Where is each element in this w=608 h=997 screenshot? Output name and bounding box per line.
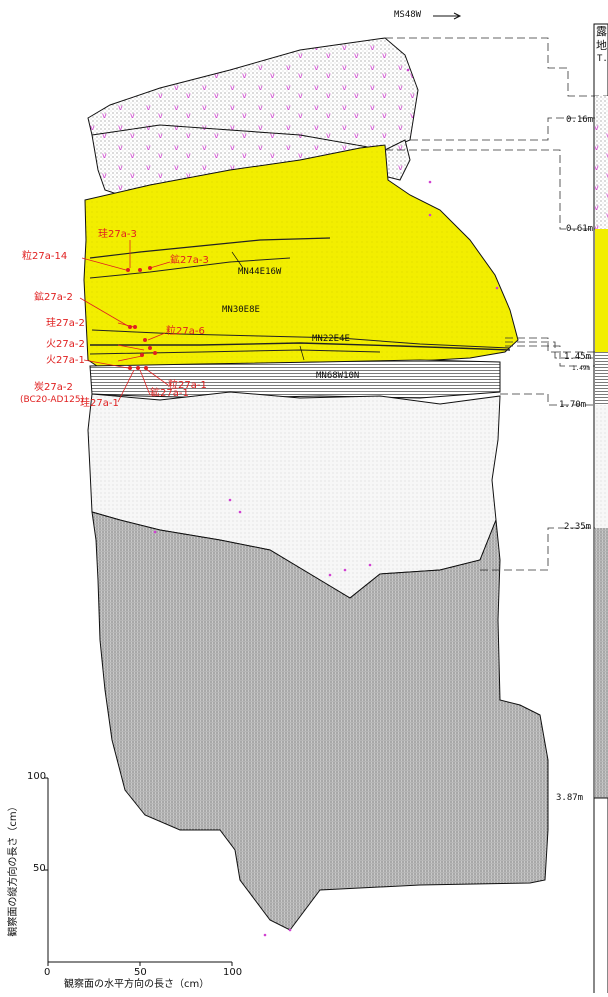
depth-label-1-45: 1.45m <box>564 352 592 362</box>
reference-column-yellow <box>595 229 608 352</box>
depth-label-1-49: 1.49m <box>572 365 591 372</box>
strike-label-3: MN22E4E <box>312 334 350 344</box>
strike-label-4: MN68W10N <box>316 371 360 381</box>
sample-label-kou-3: 鉱27a-3 <box>170 255 209 266</box>
scale-y-title: 観察面の縦方向の長さ（cm） <box>8 801 19 937</box>
scale-x-tick-0: 0 <box>44 967 51 978</box>
scale-x-title: 観察面の水平方向の長さ（cm） <box>64 979 210 990</box>
depth-label-2-35: 2.35m <box>564 522 592 532</box>
reference-column-hatch <box>595 352 608 405</box>
dashed-connectors <box>385 37 608 571</box>
hatched-layer <box>89 359 501 399</box>
yellow-internal-line-5 <box>89 349 381 355</box>
sample-label-kou-1: 鉱27a-1 <box>150 388 189 399</box>
yellow-internal-line-3 <box>91 329 511 349</box>
magenta-marks <box>153 68 499 937</box>
direction-arrow-head <box>453 12 462 20</box>
yellow-internal-line-4 <box>90 342 511 351</box>
strike-label-2: MN30E8E <box>222 305 260 315</box>
reference-column-light <box>595 405 608 528</box>
scale-y-tick-100: 100 <box>27 771 47 782</box>
depth-label-1-70: 1.70m <box>559 400 587 410</box>
scale-y-tick-50: 50 <box>33 863 46 874</box>
sample-label-ryu-14: 粒27a-14 <box>22 251 68 262</box>
sample-label-ryu-6: 粒27a-6 <box>166 326 205 337</box>
yellow-tephra-layer <box>83 144 519 369</box>
sample-label-hi-1: 火27a-1 <box>46 355 85 366</box>
strike-label-1: MN44E16W <box>238 267 282 277</box>
depth-label-0-61: 0.61m <box>566 224 594 234</box>
yellow-internal-line-2 <box>89 257 291 279</box>
scale-x-tick-50: 50 <box>134 967 147 978</box>
sample-label-keisou-3: 珪27a-3 <box>98 229 137 240</box>
sample-label-tan-2-age: (BC20-AD125) <box>20 395 85 405</box>
sample-leaders <box>79 240 171 403</box>
direction-label: MS48W <box>394 10 422 20</box>
scale-bar <box>44 777 233 966</box>
column-header-3: T. <box>597 54 608 64</box>
reference-column-v-layer <box>595 118 608 229</box>
yellow-internal-line-1 <box>89 237 331 259</box>
sample-label-ryu-1: 粒27a-1 <box>168 380 207 391</box>
column-header-1: 露 <box>596 25 607 38</box>
depth-label-3-87: 3.87m <box>556 793 584 803</box>
sample-label-keisou-2: 珪27a-2 <box>46 318 85 329</box>
reference-column-topsoil <box>595 96 608 118</box>
sample-label-hi-2: 火27a-2 <box>46 339 85 350</box>
sample-label-kou-2: 鉱27a-2 <box>34 292 73 303</box>
scale-x-tick-100: 100 <box>223 967 243 978</box>
sample-label-keisou-1: 珪27a-1 <box>80 398 119 409</box>
sample-label-tan-2: 炭27a-2 <box>34 382 73 393</box>
column-header-2: 地 <box>596 39 607 52</box>
gray-clay-layer <box>91 511 549 931</box>
reference-column-gray <box>595 528 608 798</box>
strike-leaders <box>231 251 305 361</box>
reference-column-frame <box>593 23 608 997</box>
depth-label-0-16: 0.16m <box>566 115 594 125</box>
